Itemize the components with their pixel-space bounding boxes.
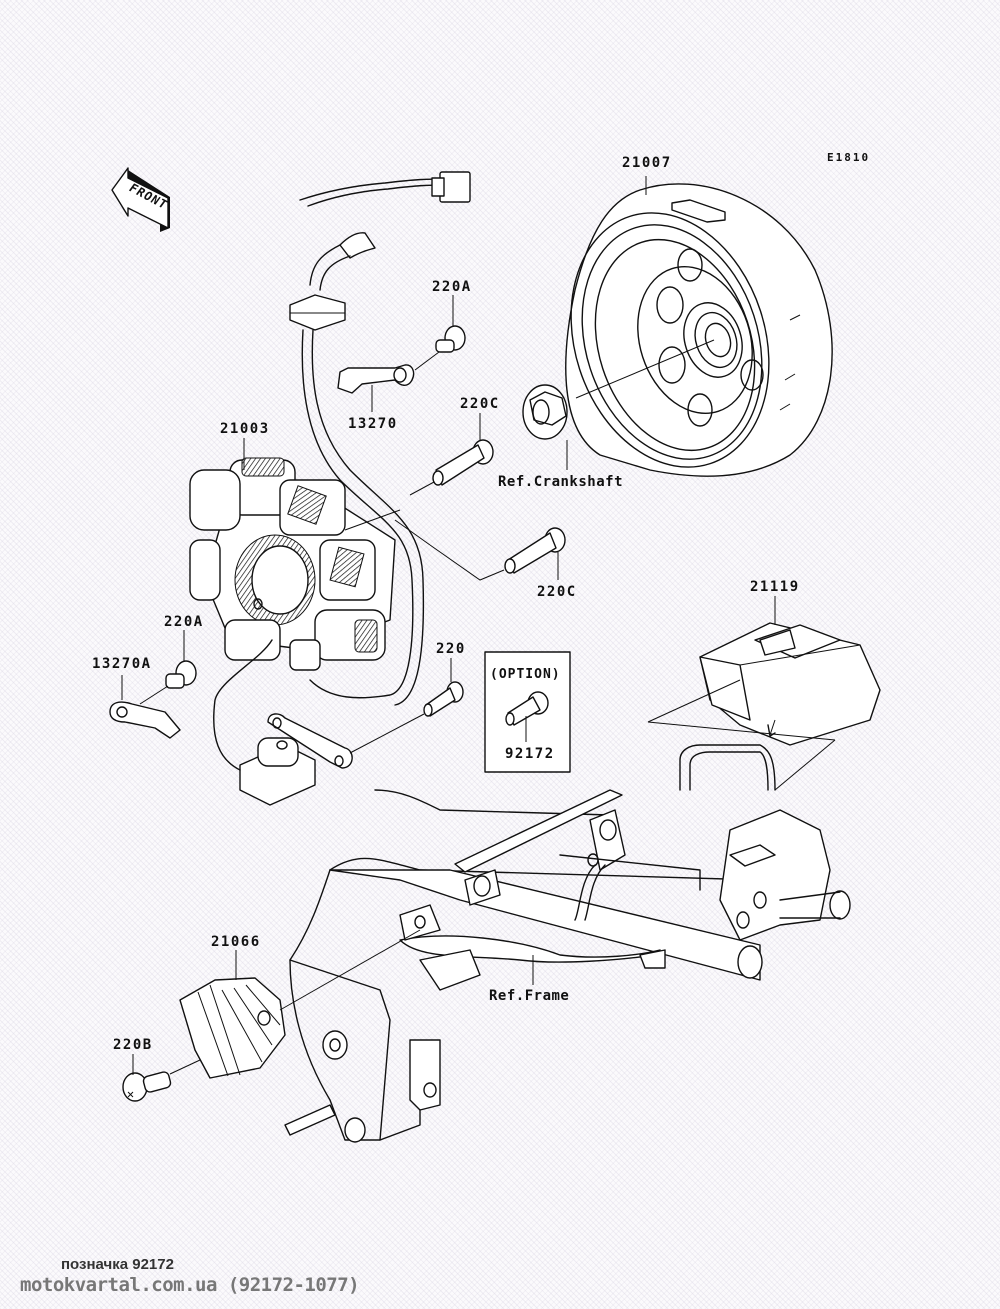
cdi-unit <box>647 622 881 791</box>
stator <box>189 457 431 671</box>
part-label-21119: 21119 <box>750 579 800 595</box>
plate-13270a <box>109 701 181 739</box>
bolt-220a-left <box>139 660 197 705</box>
bolt-220 <box>349 681 464 754</box>
part-label-21003: 21003 <box>220 421 270 437</box>
part-label-220a-left: 220A <box>164 614 204 630</box>
option-box: (OPTION) 92172 <box>484 651 571 773</box>
diagram-code: E1810 <box>827 151 870 164</box>
footer-site-link[interactable]: motokvartal.com.ua (92172-1077) <box>20 1274 360 1296</box>
part-label-21066: 21066 <box>211 934 261 950</box>
bolt-220a-top <box>414 325 466 371</box>
pickup-coil <box>213 639 353 806</box>
front-arrow-icon: FRONT <box>111 167 171 232</box>
part-label-21007: 21007 <box>622 155 672 171</box>
bolt-220b <box>122 1059 201 1102</box>
bolt-220c-top <box>409 439 494 496</box>
crankshaft-nut <box>522 339 715 440</box>
ref-crankshaft: Ref.Crankshaft <box>498 474 623 490</box>
frame <box>284 744 851 1143</box>
plate-13270 <box>337 364 415 394</box>
option-title: (OPTION) <box>490 667 561 682</box>
part-label-13270a: 13270A <box>92 656 152 672</box>
footer-note: позначка 92172 <box>61 1256 174 1273</box>
flywheel <box>565 183 833 477</box>
part-label-13270: 13270 <box>348 416 398 432</box>
part-label-220b: 220B <box>113 1037 153 1053</box>
ref-frame: Ref.Frame <box>489 988 569 1004</box>
regulator <box>179 929 421 1079</box>
part-label-220c-top: 220C <box>460 396 500 412</box>
part-label-220a-top: 220A <box>432 279 472 295</box>
option-part-number: 92172 <box>505 746 555 762</box>
wire-harness <box>289 171 471 706</box>
part-label-220: 220 <box>436 641 466 657</box>
bolt-220c-bottom <box>429 527 566 581</box>
part-label-220c-bottom: 220C <box>537 584 577 600</box>
